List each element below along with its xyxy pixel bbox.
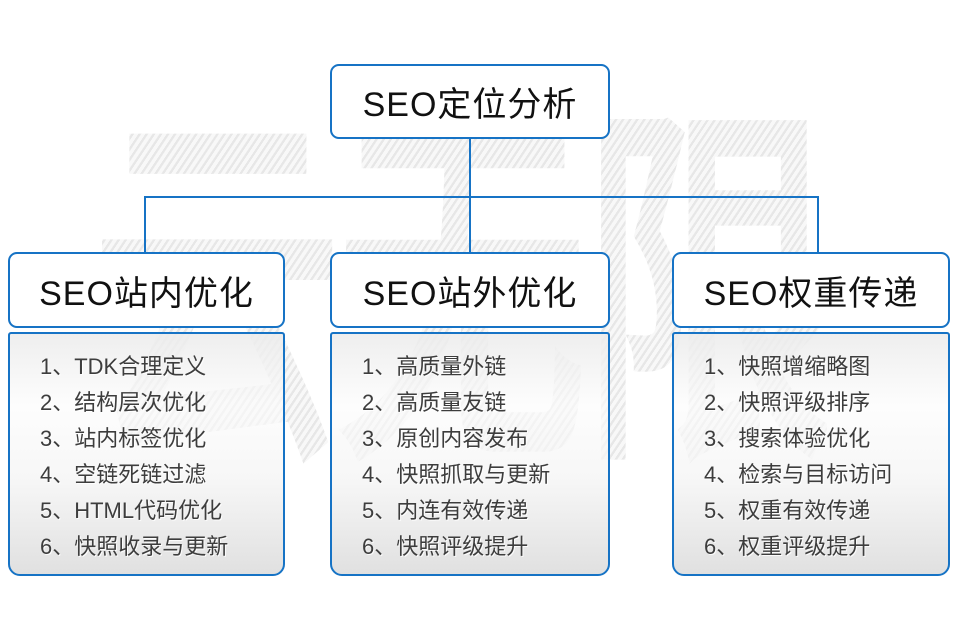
- list-item: 3、搜索体验优化: [704, 426, 871, 451]
- branch-panel-offsite: 1、高质量外链 2、高质量友链 3、原创内容发布 4、快照抓取与更新 5、内连有…: [330, 332, 610, 576]
- branch-panel-weight: 1、快照增缩略图 2、快照评级排序 3、搜索体验优化 4、检索与目标访问 5、权…: [672, 332, 950, 576]
- branch-title: SEO站外优化: [362, 274, 578, 313]
- branch-header-weight: SEO权重传递: [672, 252, 950, 328]
- list-item: 3、站内标签优化: [40, 426, 207, 451]
- branch-panel-onsite: 1、TDK合理定义 2、结构层次优化 3、站内标签优化 4、空链死链过滤 5、H…: [8, 332, 285, 576]
- connector-drop-right: [817, 196, 819, 252]
- list-item: 1、快照增缩略图: [704, 354, 871, 379]
- list-item: 2、快照评级排序: [704, 390, 871, 415]
- connector-root-stem: [469, 139, 471, 197]
- list-item: 1、高质量外链: [362, 354, 507, 379]
- list-item: 1、TDK合理定义: [40, 354, 207, 379]
- list-item: 5、内连有效传递: [362, 498, 529, 523]
- list-item: 6、快照评级提升: [362, 534, 529, 559]
- list-item: 5、权重有效传递: [704, 498, 871, 523]
- list-item: 3、原创内容发布: [362, 426, 529, 451]
- branch-header-onsite: SEO站内优化: [8, 252, 285, 328]
- connector-cross-bar: [144, 196, 819, 198]
- branch-header-offsite: SEO站外优化: [330, 252, 610, 328]
- root-node-title: SEO定位分析: [362, 86, 578, 124]
- list-item: 5、HTML代码优化: [40, 498, 223, 523]
- branch-title: SEO权重传递: [703, 274, 919, 313]
- root-node: SEO定位分析: [330, 64, 610, 139]
- list-item: 4、空链死链过滤: [40, 462, 207, 487]
- list-item: 6、权重评级提升: [704, 534, 871, 559]
- list-item: 4、快照抓取与更新: [362, 462, 551, 487]
- connector-drop-middle: [469, 196, 471, 252]
- list-item: 6、快照收录与更新: [40, 534, 229, 559]
- branch-title: SEO站内优化: [39, 274, 254, 313]
- connector-drop-left: [144, 196, 146, 252]
- list-item: 2、高质量友链: [362, 390, 507, 415]
- list-item: 4、检索与目标访问: [704, 462, 893, 487]
- list-item: 2、结构层次优化: [40, 390, 207, 415]
